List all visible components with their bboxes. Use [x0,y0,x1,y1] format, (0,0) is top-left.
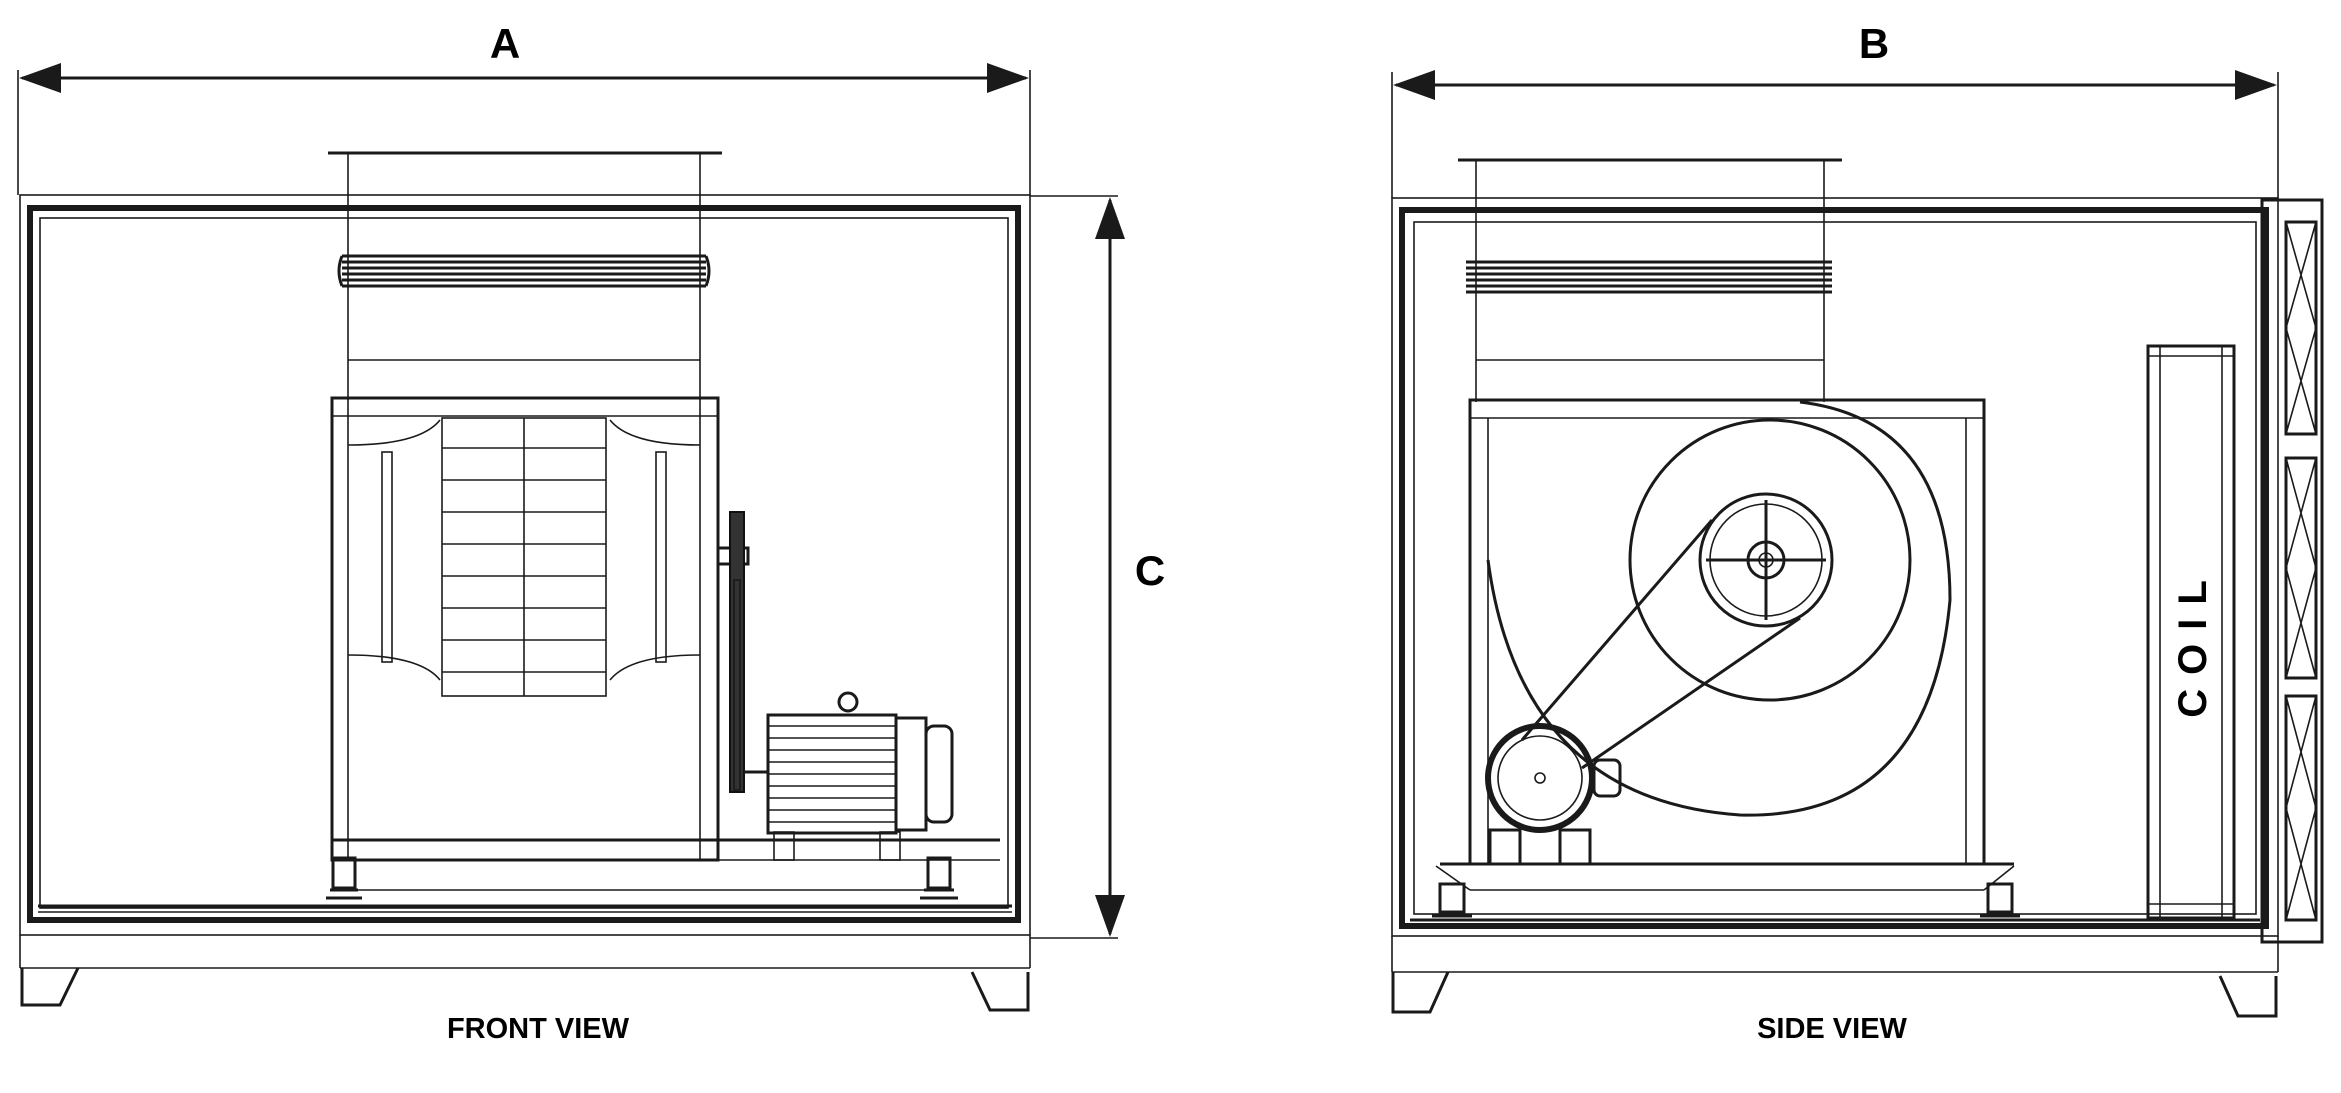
front-cabinet [19,194,1031,1012]
dimension-b: B [1391,20,2279,198]
side-flex-connector [1466,260,1832,294]
filter-rack [2260,198,2324,944]
dimension-b-label: B [1859,20,1889,67]
front-blower [326,396,1000,900]
dimension-a-label: A [490,20,520,67]
front-foot-left [20,967,80,1007]
fan-pulley [1698,492,1834,628]
front-isolator-right [920,856,958,900]
side-cabinet [1391,197,2324,1018]
front-belt-drive [716,511,750,793]
front-motor [744,691,954,861]
side-view: B [1391,20,2324,1045]
front-view-caption: FRONT VIEW [447,1013,630,1045]
side-view-caption: SIDE VIEW [1757,1013,1907,1045]
blower-wheel [441,417,607,697]
flex-connector [337,254,711,288]
dimension-a: A [17,20,1031,195]
front-foot-right [970,971,1030,1012]
side-blower [1432,398,2020,918]
front-isolator-left [326,856,362,900]
front-discharge-duct [328,151,722,400]
side-isolator-right [1980,882,2020,918]
side-discharge-duct [1458,158,1842,402]
dimension-c: C [1030,195,1165,939]
side-isolator-left [1432,882,1472,918]
coil-label: COIL [2171,566,2215,718]
front-view: A C [17,20,1165,1045]
side-foot-left [1391,971,1450,1014]
side-motor [1485,723,1622,866]
coil: COIL [2146,344,2236,920]
side-foot-right [2218,975,2278,1018]
dimension-c-label: C [1135,547,1165,594]
